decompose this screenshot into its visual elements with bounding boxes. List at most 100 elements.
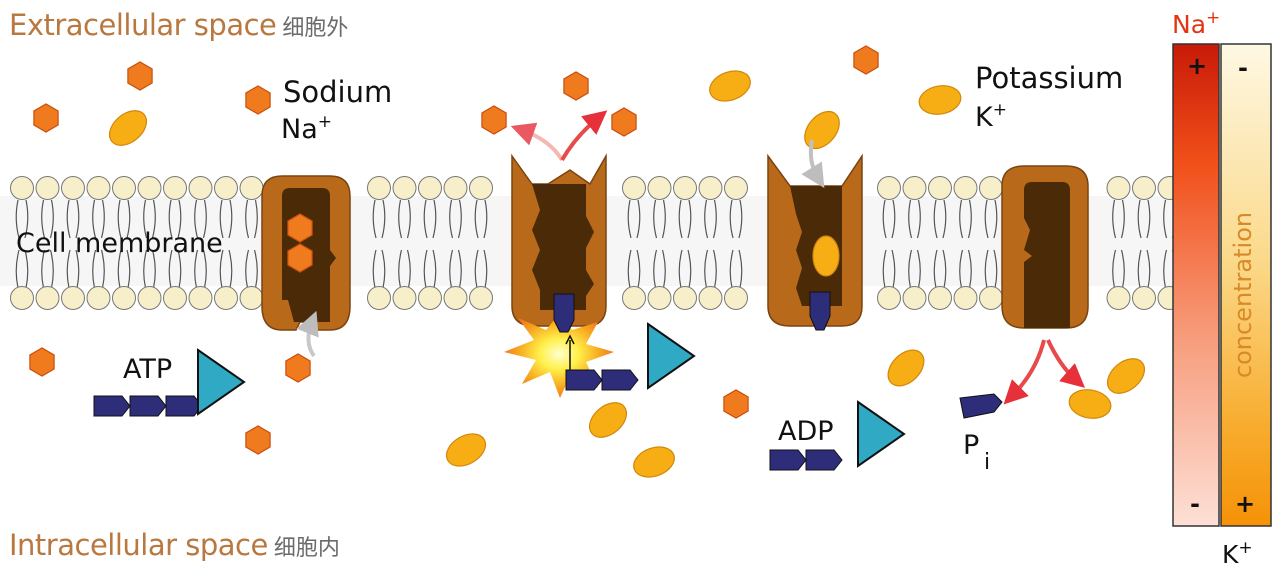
sodium-ion <box>563 71 589 101</box>
lipid-molecule <box>61 176 85 310</box>
nucleotide-molecules <box>93 322 906 471</box>
lipid-molecule <box>163 176 187 310</box>
extracellular-zh-text: 细胞外 <box>282 16 349 41</box>
potassium-ion <box>812 235 840 277</box>
sodium-label: Sodium <box>283 75 393 109</box>
k-top-sign: - <box>1238 54 1248 82</box>
lipid-molecule <box>443 176 468 310</box>
phosphate-group <box>805 449 843 471</box>
potassium-symbol-label: K+ <box>975 102 1007 133</box>
lipid-molecule <box>35 176 60 310</box>
phosphate-group <box>601 369 639 391</box>
potassium-concentration-bar <box>1220 43 1272 527</box>
ion-movement-arrows <box>296 110 1086 405</box>
concentration-text: concentration <box>1229 211 1257 379</box>
flash-arrow-head <box>565 334 575 345</box>
na-gradient-charge: + <box>1206 8 1221 28</box>
phosphate-subscript: i <box>984 450 991 475</box>
lipid-molecule <box>418 176 442 310</box>
potassium-charge: + <box>992 100 1007 120</box>
phosphate-group <box>165 395 203 417</box>
potassium-ion <box>633 446 675 478</box>
potassium-ion <box>918 85 962 115</box>
atp-label: ATP <box>123 354 173 385</box>
na-top-sign: + <box>1187 52 1208 80</box>
sodium-ion <box>853 45 879 75</box>
nucleotide-head <box>647 322 696 390</box>
lipid-molecule <box>622 176 646 310</box>
sodium-ion <box>481 105 507 135</box>
potassium-ion <box>804 110 840 150</box>
sodium-ion <box>287 213 313 243</box>
lipid-molecule <box>902 176 927 310</box>
sodium-ion <box>245 85 271 115</box>
lipid-molecule <box>673 176 697 310</box>
lipid-molecule <box>724 176 748 310</box>
potassium-ion <box>588 402 628 438</box>
lipid-molecule <box>239 176 264 310</box>
potassium-ion <box>709 70 751 102</box>
lipid-molecule <box>953 176 978 310</box>
sodium-symbol: Na <box>281 114 318 145</box>
cell-membrane-bilayer <box>10 176 1182 310</box>
sodium-ion <box>29 347 55 377</box>
potassium-ion <box>445 433 487 467</box>
phosphate-group <box>769 449 807 471</box>
sodium-ion <box>287 243 313 273</box>
lipid-molecule <box>137 176 162 310</box>
phosphate-group <box>93 395 131 417</box>
sodium-ion <box>33 103 59 133</box>
potassium-pump-state-2 <box>1001 165 1089 329</box>
lipid-molecule <box>392 176 417 310</box>
potassium-ion <box>1106 358 1146 394</box>
sodium-symbol-label: Na+ <box>281 114 332 145</box>
sodium-ions <box>29 45 879 455</box>
bound-phosphate-pump-2 <box>553 293 575 333</box>
potassium-ion <box>887 349 925 387</box>
nucleotide-head <box>857 400 906 468</box>
k-gradient-charge: + <box>1238 538 1253 558</box>
free-phosphate-pi <box>959 393 1003 419</box>
phosphate-group <box>129 395 167 417</box>
sodium-concentration-bar <box>1172 43 1220 527</box>
nucleotide-head <box>197 348 246 416</box>
intracellular-text: Intracellular space <box>9 528 268 562</box>
lipid-molecule <box>1106 176 1131 310</box>
sodium-ion <box>245 425 271 455</box>
concentration-axis-label: concentration <box>1228 212 1258 378</box>
potassium-symbol: K <box>975 102 993 133</box>
lipid-molecule <box>367 176 391 310</box>
lipid-molecule <box>877 176 901 310</box>
lipid-molecule <box>1132 176 1156 310</box>
sodium-charge: + <box>317 112 332 132</box>
intracellular-zh-text: 细胞内 <box>273 536 340 561</box>
sodium-ion <box>285 353 311 383</box>
k-gradient-symbol: K <box>1222 540 1239 569</box>
sodium-ion <box>127 61 153 91</box>
na-gradient-symbol: Na <box>1172 10 1207 39</box>
lipid-molecule <box>928 176 952 310</box>
potassium-label: Potassium <box>975 61 1124 95</box>
extracellular-text: Extracellular space <box>9 8 277 42</box>
sodium-pump-state-2 <box>511 153 607 327</box>
na-gradient-label: Na+ <box>1172 10 1220 39</box>
lipid-molecule <box>112 176 136 310</box>
bound-phosphate-pump-3 <box>809 291 831 331</box>
phosphate-group <box>565 369 603 391</box>
sodium-ion <box>611 107 637 137</box>
lipid-molecule <box>10 176 34 310</box>
potassium-ion <box>108 110 148 146</box>
lipid-molecule <box>469 176 493 310</box>
k-gradient-label: K+ <box>1222 540 1253 569</box>
potassium-ions <box>108 70 1146 478</box>
potassium-ion <box>1068 389 1112 419</box>
lipid-molecule <box>698 176 723 310</box>
na-bottom-sign: - <box>1190 490 1200 518</box>
lipid-molecule <box>188 176 213 310</box>
lipid-molecule <box>647 176 672 310</box>
adp-label: ADP <box>778 416 834 447</box>
